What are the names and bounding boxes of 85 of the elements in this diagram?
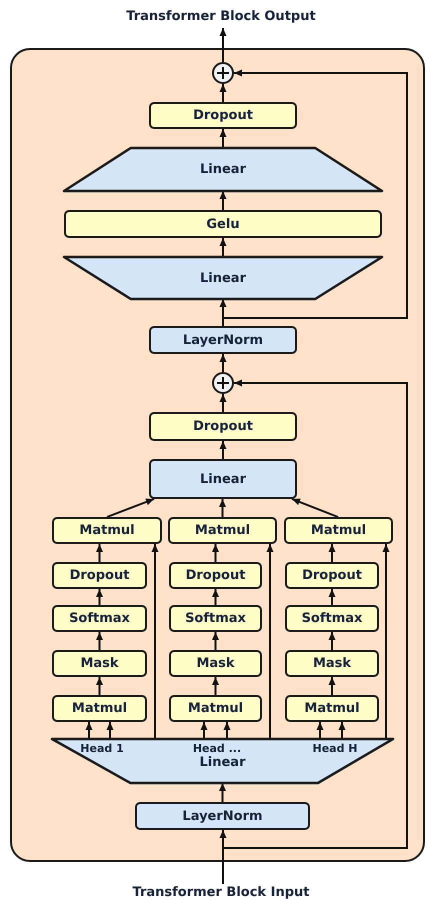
layer-label: Dropout [186, 568, 246, 583]
arrow [86, 722, 92, 739]
arrow [200, 722, 208, 739]
arrow [220, 84, 226, 102]
arrow [328, 589, 336, 605]
layer-box [52, 650, 147, 677]
arrow [212, 589, 219, 605]
head-label: Head H [312, 742, 358, 755]
layer-box [149, 412, 297, 441]
caption-text: Transformer Block Input [132, 884, 310, 900]
arrow [212, 677, 219, 695]
arrow [220, 238, 226, 257]
layer-box [169, 650, 262, 677]
layer-box [52, 562, 147, 589]
layer-label: Dropout [70, 568, 130, 583]
arrow [220, 129, 226, 148]
layer-label: Softmax [185, 611, 246, 626]
head-label: Head 1 [80, 742, 124, 755]
layer-box [52, 517, 162, 544]
arrow [152, 544, 158, 739]
layer-label: Matmul [310, 523, 366, 538]
head-label: Head ... [192, 742, 242, 755]
layer-label: Softmax [69, 611, 130, 626]
layer-box [285, 650, 379, 677]
layer-label: Linear [200, 270, 246, 286]
arrow [328, 632, 336, 650]
layer-label: Mask [196, 656, 235, 671]
layer-label: Mask [80, 656, 119, 671]
arrow [220, 354, 226, 372]
layer-label: Matmul [188, 701, 244, 716]
arrow [382, 544, 390, 739]
arrow [106, 722, 114, 739]
arrow [292, 498, 338, 518]
layer-box [52, 695, 147, 722]
layer-box [168, 517, 277, 544]
layer-label: Matmul [194, 523, 250, 538]
caption-text: Transformer Block Output [126, 8, 316, 24]
layer-box [149, 326, 297, 354]
arrow [96, 677, 103, 695]
arrow [328, 677, 336, 695]
layer-label: LayerNorm [182, 332, 264, 348]
arrow [96, 632, 103, 650]
layer-box [284, 517, 393, 544]
arrow [220, 191, 226, 210]
layer-box [285, 562, 379, 589]
layer-box [285, 695, 379, 722]
layer-label: Softmax [302, 611, 362, 626]
layer-label: Matmul [79, 523, 135, 538]
arrow [219, 499, 226, 517]
layer-box [52, 605, 147, 632]
arrow [96, 589, 103, 605]
arrow [212, 632, 219, 650]
layer-box [149, 459, 297, 499]
sum-circle [212, 372, 234, 394]
layer-label: Dropout [193, 108, 253, 123]
layer-label: LayerNorm [182, 808, 263, 824]
layer-box [64, 210, 382, 238]
layer-label: Dropout [302, 568, 362, 583]
layer-label: Matmul [72, 701, 128, 716]
arrow [316, 722, 324, 739]
layer-label: Dropout [193, 419, 253, 434]
arrow [338, 722, 346, 739]
arrow [328, 544, 336, 562]
layer-label: Mask [312, 656, 352, 671]
layer-label: Matmul [304, 701, 360, 716]
layer-box [135, 802, 310, 830]
arrow [220, 441, 226, 459]
arrow [220, 28, 226, 62]
arrow [106, 498, 154, 518]
layer-box [285, 605, 379, 632]
layer-label: Linear [200, 162, 246, 177]
layer-label: Gelu [206, 216, 240, 232]
layer-box [169, 695, 262, 722]
arrow [224, 722, 230, 739]
arrow [220, 394, 226, 412]
layer-box [149, 102, 297, 129]
layer-box [169, 562, 262, 589]
arrow [266, 544, 274, 739]
layer-label: Linear [200, 472, 246, 486]
layer-label: Linear [198, 755, 246, 770]
arrow [96, 544, 103, 562]
arrow [219, 783, 226, 802]
layer-box [169, 605, 262, 632]
arrow [212, 544, 219, 562]
sum-circle [212, 62, 234, 84]
